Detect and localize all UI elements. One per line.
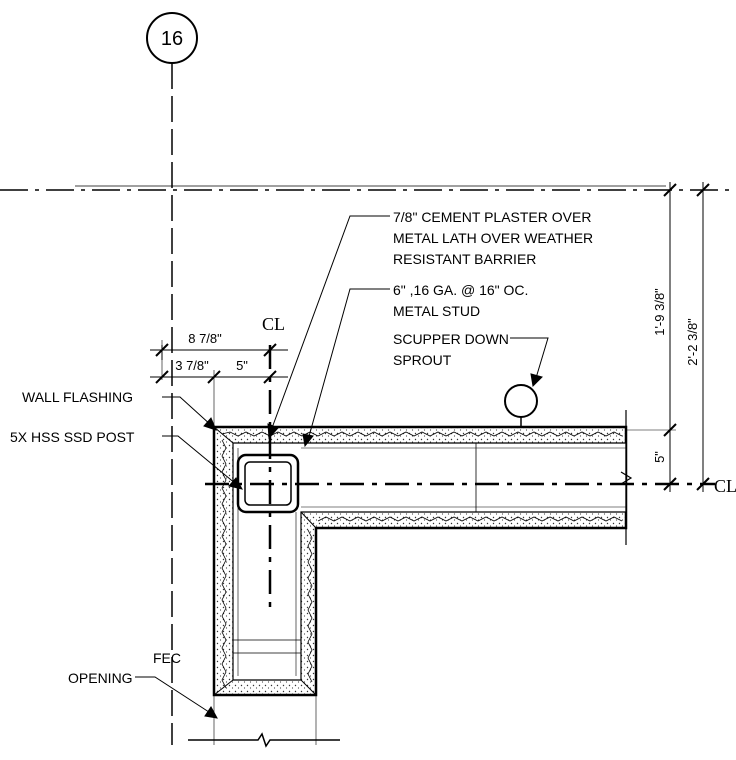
centerline-symbol-top: CL — [262, 314, 285, 334]
scupper — [504, 384, 538, 427]
dimension-parts: 3 7/8" 5" — [150, 358, 288, 384]
leader-opening — [135, 676, 218, 719]
opening-break-line — [188, 732, 340, 748]
dimension-overall-width: 8 7/8" — [150, 331, 288, 360]
svg-text:6" ,16 GA. @ 16" OC.: 6" ,16 GA. @ 16" OC. — [393, 282, 528, 298]
note-hss-post: 5X HSS SSD POST — [10, 429, 135, 445]
svg-text:SPROUT: SPROUT — [393, 352, 452, 368]
svg-text:7/8" CEMENT PLASTER OVER: 7/8" CEMENT PLASTER OVER — [393, 209, 591, 225]
right-part-label: 5" — [236, 358, 248, 373]
left-part-label: 3 7/8" — [175, 358, 209, 373]
svg-text:SCUPPER DOWN: SCUPPER DOWN — [393, 331, 509, 347]
barrier-line-top — [221, 431, 623, 437]
grid-label: 16 — [161, 28, 183, 50]
svg-text:CL: CL — [714, 476, 736, 496]
barrier-line-left — [221, 439, 227, 689]
note-stud: 6" ,16 GA. @ 16" OC. METAL STUD — [393, 282, 528, 319]
note-wall-flashing: WALL FLASHING — [22, 389, 133, 405]
note-fec: FEC — [153, 650, 181, 666]
wall-assembly — [212, 410, 633, 697]
leader-wall-flashing — [162, 396, 217, 431]
centerline-symbol-right: CL — [714, 476, 736, 496]
svg-text:METAL STUD: METAL STUD — [393, 303, 480, 319]
leader-stud — [302, 288, 390, 448]
lower-vertical-label: 5" — [652, 451, 667, 463]
upper-vertical-label: 1'-9 3/8" — [652, 288, 667, 336]
svg-text:CL: CL — [262, 314, 285, 334]
dimension-right-vertical: 1'-9 3/8" 2'-2 3/8" 5" — [626, 182, 710, 492]
note-plaster: 7/8" CEMENT PLASTER OVER METAL LATH OVER… — [393, 209, 593, 267]
overall-width-label: 8 7/8" — [188, 331, 222, 346]
barrier-line-right — [307, 529, 313, 683]
svg-text:METAL LATH OVER WEATHER: METAL LATH OVER WEATHER — [393, 230, 593, 246]
leader-hss-post — [162, 435, 243, 490]
svg-text:RESISTANT BARRIER: RESISTANT BARRIER — [393, 251, 536, 267]
note-opening: OPENING — [68, 670, 133, 686]
leader-plaster — [267, 215, 390, 440]
barrier-line-bottom — [317, 516, 623, 522]
overall-vertical-label: 2'-2 3/8" — [685, 318, 700, 366]
leader-scupper — [510, 337, 549, 388]
grid-bubble-16: 16 — [146, 12, 198, 64]
note-scupper: SCUPPER DOWN SPROUT — [393, 331, 509, 368]
